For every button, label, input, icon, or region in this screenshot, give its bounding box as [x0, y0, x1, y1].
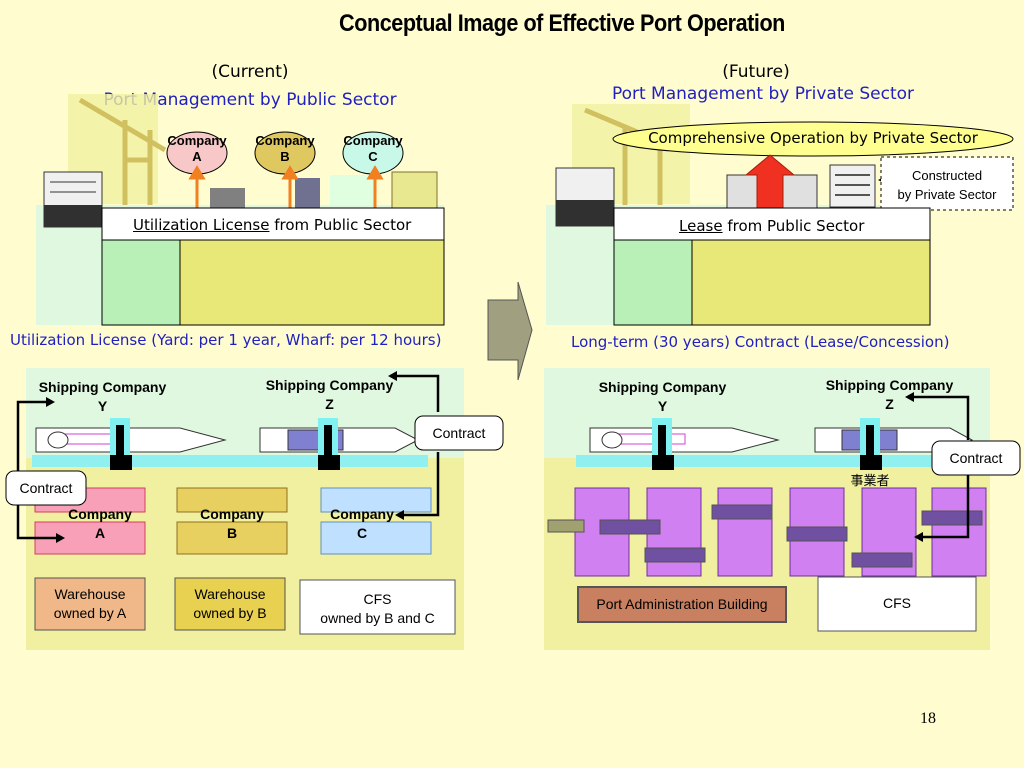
contract-left-bubble: [5, 470, 87, 506]
lease-text: Lease from Public Sector: [679, 217, 864, 235]
license-rest: from Public Sector: [269, 216, 412, 234]
ship-z-current: [259, 427, 420, 453]
contract-arrows-future: [910, 395, 970, 539]
upward-arrows: [188, 165, 384, 208]
warehouse-b-box: [174, 577, 286, 631]
ship-z-label-future: Shipping Company Z: [825, 377, 954, 412]
yard-b-top: [176, 487, 288, 513]
cfs-current-box: [299, 579, 456, 635]
current-heading: (Current): [211, 62, 289, 82]
warehouse-a-label: Warehouse owned by A: [53, 586, 127, 621]
container-stack: [295, 178, 320, 208]
gantry-crane-icon: [860, 418, 882, 470]
contract-right-bubble: [414, 415, 504, 451]
admin-building-box: [577, 586, 787, 623]
future-green-plot: [613, 239, 693, 326]
ship-y-future: [589, 427, 780, 453]
warehouse-a-box: [34, 577, 146, 631]
constructed-box: [880, 156, 1014, 211]
cfs-future-box: [817, 576, 977, 632]
contract-left-label: Contract: [19, 480, 73, 496]
yard-c-bottom: [320, 521, 432, 555]
operator-label: 事業者: [850, 474, 890, 489]
license-box: [101, 207, 445, 241]
contract-arrows-current: [16, 374, 440, 540]
contract-future-label: Contract: [949, 450, 1003, 466]
comprehensive-label: Comprehensive Operation by Private Secto…: [648, 129, 978, 147]
lease-box: [613, 207, 931, 241]
future-heading: (Future): [722, 62, 790, 82]
page-number: 18: [920, 710, 936, 727]
yard-b-label: Company B: [200, 506, 264, 541]
constructed-label: Constructed by Private Sector: [897, 168, 997, 202]
lease-rest: from Public Sector: [722, 217, 865, 235]
license-underlined: Utilization License: [133, 216, 270, 234]
future-yellow-plot: [691, 239, 931, 326]
lease-underlined: Lease: [679, 217, 723, 235]
ship-y-label-future: Shipping Company Y: [598, 379, 727, 414]
transition-arrow-icon: [487, 281, 533, 381]
page-title: Conceptual Image of Effective Port Opera…: [339, 10, 785, 37]
company-a-label: Company A: [167, 133, 227, 164]
yard-a-label: Company A: [68, 506, 132, 541]
gantry-crane-icon: [652, 418, 674, 470]
admin-building-label: Port Administration Building: [596, 596, 768, 612]
current-caption: Utilization License (Yard: per 1 year, W…: [10, 331, 442, 349]
contract-right-label: Contract: [432, 425, 486, 441]
license-text: Utilization License from Public Sector: [133, 216, 411, 234]
ship-icon-right: [555, 167, 615, 227]
current-subheading: Port Management by Public Sector: [103, 90, 397, 110]
ship-y-label-current: Shipping Company Y: [38, 379, 167, 414]
gantry-crane-icon: [318, 418, 340, 470]
container-stack: [210, 188, 245, 208]
contract-future-bubble: [931, 440, 1021, 476]
building-icon: [330, 175, 375, 205]
gantry-crane-icon: [110, 418, 132, 470]
yard-c-label: Company C: [330, 506, 394, 541]
cfs-future-label: CFS: [883, 595, 911, 611]
company-c-label: Company C: [343, 133, 403, 164]
ship-icon-left: [43, 171, 103, 228]
office-windows: [835, 174, 870, 196]
comprehensive-ellipse: [612, 121, 1014, 157]
red-up-arrow-icon: [744, 154, 796, 211]
ship-z-label-current: Shipping Company Z: [265, 377, 394, 412]
yard-c-top: [320, 487, 432, 513]
company-b-label: Company B: [255, 133, 315, 164]
warehouse-icon: [391, 171, 438, 209]
yard-b-bottom: [176, 521, 288, 555]
cfs-current-label: CFS owned by B and C: [320, 591, 435, 626]
future-subheading: Port Management by Private Sector: [611, 84, 915, 104]
current-green-plot: [101, 239, 181, 326]
current-yellow-plot: [179, 239, 445, 326]
future-caption: Long-term (30 years) Contract (Lease/Con…: [571, 333, 950, 351]
warehouse-b-label: Warehouse owned by B: [193, 586, 267, 621]
yard-connectors: [547, 504, 983, 568]
